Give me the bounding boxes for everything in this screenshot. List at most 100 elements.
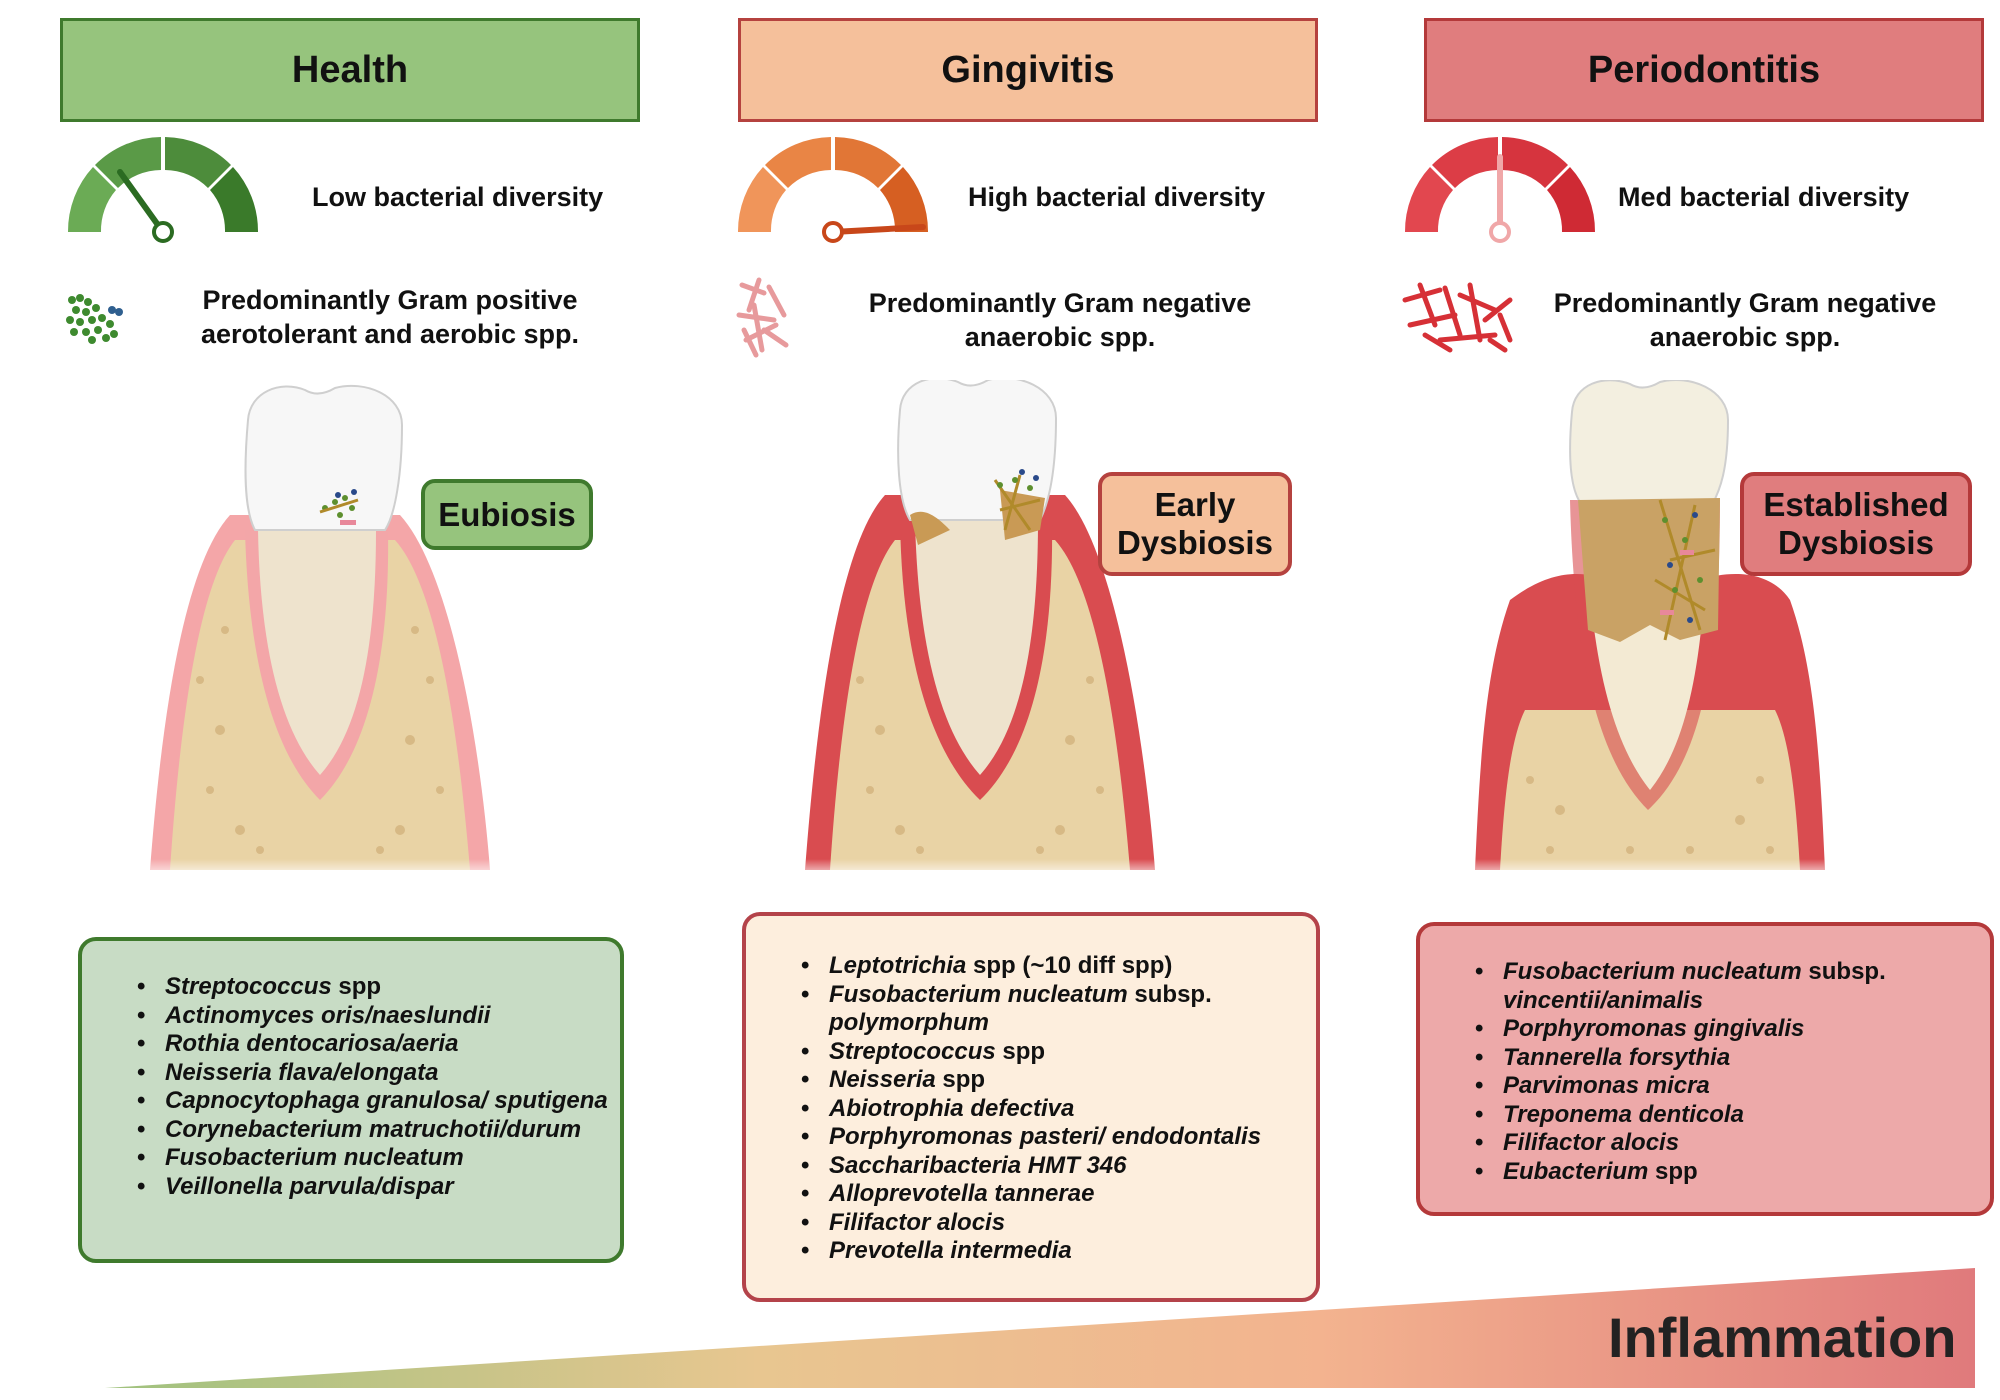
species-item: Filifactor alocis xyxy=(1475,1129,1985,1158)
state-label-eubiosis: Eubiosis xyxy=(421,479,593,550)
species-subspecies: polymorphum xyxy=(829,1009,989,1036)
state-label-early-line1: Early xyxy=(1154,486,1236,523)
species-item: Porphyromonas gingivalis xyxy=(1475,1015,1985,1044)
species-item: Abiotrophia defectiva xyxy=(801,1095,1311,1124)
state-label-established-line1: Established xyxy=(1763,486,1949,523)
species-name: Treponema denticola xyxy=(1503,1100,1744,1128)
bacteria-cluster-icon-gingivitis xyxy=(736,277,789,358)
species-qualifier: spp xyxy=(331,973,382,1000)
bacteria-cluster-icon-health xyxy=(66,294,123,344)
header-health: Health xyxy=(60,18,640,122)
species-name: Streptococcus xyxy=(829,1037,996,1065)
gram-periodontitis-line2: anaerobic spp. xyxy=(1649,322,1841,352)
species-name: Porphyromonas pasteri/ endodontalis xyxy=(829,1123,1262,1150)
gram-text-health: Predominantly Gram positive aerotolerant… xyxy=(180,283,600,351)
gauge-icon-periodontitis xyxy=(1404,137,1596,243)
species-item: Corynebacterium matruchotii/durum xyxy=(137,1116,617,1145)
species-name: Abiotrophia defectiva xyxy=(829,1094,1075,1122)
species-item: Leptotrichia spp (~10 diff spp) xyxy=(801,952,1311,981)
species-list-health: Streptococcus sppActinomyces oris/naeslu… xyxy=(78,937,624,1263)
species-item: Eubacterium spp xyxy=(1475,1158,1985,1187)
header-health-title: Health xyxy=(291,48,409,91)
species-item: Rothia dentocariosa/aeria xyxy=(137,1030,617,1059)
species-item: Treponema denticola xyxy=(1475,1101,1985,1130)
species-name: Leptotrichia xyxy=(829,952,967,979)
species-item: Parvimonas micra xyxy=(1475,1072,1985,1101)
species-list-periodontitis: Fusobacterium nucleatum subsp. vincentii/… xyxy=(1416,922,1994,1216)
gram-periodontitis-line1: Predominantly Gram negative xyxy=(1553,288,1937,318)
diversity-gingivitis: High bacterial diversity xyxy=(968,182,1266,212)
species-qualifier: spp xyxy=(935,1066,986,1093)
species-qualifier: subsp. xyxy=(1127,980,1212,1008)
gram-gingivitis-line1: Predominantly Gram negative xyxy=(868,288,1252,318)
state-label-established-line2: Dysbiosis xyxy=(1778,524,1934,561)
header-periodontitis-title: Periodontitis xyxy=(1587,48,1821,91)
species-name: Filifactor alocis xyxy=(1503,1129,1680,1156)
gram-health-line2: aerotolerant and aerobic spp. xyxy=(200,319,580,349)
gram-health-line1: Predominantly Gram positive xyxy=(202,285,578,315)
species-name: Saccharibacteria HMT 346 xyxy=(829,1151,1127,1179)
gram-text-periodontitis: Predominantly Gram negative anaerobic sp… xyxy=(1540,286,1950,354)
species-list-gingivitis: Leptotrichia spp (~10 diff spp)Fusobacte… xyxy=(742,912,1320,1302)
species-name: Fusobacterium nucleatum xyxy=(165,1144,464,1171)
species-name: Fusobacterium nucleatum xyxy=(1503,958,1802,985)
species-name: Fusobacterium nucleatum xyxy=(829,980,1128,1008)
gauge-icon-gingivitis xyxy=(737,137,929,243)
species-item: Fusobacterium nucleatum subsp. polymorphu… xyxy=(801,981,1311,1038)
species-subspecies: vincentii/animalis xyxy=(1503,986,1704,1014)
species-name: Rothia dentocariosa/aeria xyxy=(165,1030,459,1057)
species-qualifier: subsp. xyxy=(1801,958,1886,985)
species-name: Filifactor alocis xyxy=(829,1208,1006,1236)
species-item: Streptococcus spp xyxy=(801,1038,1311,1067)
state-label-early-text: Early Dysbiosis xyxy=(1117,486,1273,562)
species-name: Streptococcus xyxy=(165,973,332,1000)
tooth-illustration-periodontitis xyxy=(1470,380,1830,880)
species-qualifier: spp xyxy=(1648,1157,1698,1185)
state-label-established-dysbiosis: Established Dysbiosis xyxy=(1740,472,1972,576)
gram-text-gingivitis: Predominantly Gram negative anaerobic sp… xyxy=(855,286,1265,354)
species-name: Veillonella parvula/dispar xyxy=(165,1172,454,1200)
species-item: Fusobacterium nucleatum subsp. vincentii/… xyxy=(1475,958,1985,1015)
header-gingivitis-title: Gingivitis xyxy=(941,48,1115,91)
state-label-early-line2: Dysbiosis xyxy=(1117,524,1273,561)
species-item: Neisseria spp xyxy=(801,1066,1311,1095)
tooth-illustration-gingivitis xyxy=(800,380,1160,880)
bacteria-cluster-icon-periodontitis xyxy=(1402,282,1513,353)
species-item: Actinomyces oris/naeslundii xyxy=(137,1002,617,1031)
state-label-early-dysbiosis: Early Dysbiosis xyxy=(1098,472,1292,576)
state-label-eubiosis-text: Eubiosis xyxy=(438,495,576,533)
species-name: Neisseria flava/elongata xyxy=(165,1058,439,1086)
species-item: Filifactor alocis xyxy=(801,1209,1311,1238)
species-item: Saccharibacteria HMT 346 xyxy=(801,1152,1311,1181)
diversity-health: Low bacterial diversity xyxy=(312,182,604,212)
species-name: Eubacterium xyxy=(1503,1157,1649,1185)
gauge-icon-health xyxy=(67,137,259,243)
inflammation-label: Inflammation xyxy=(1608,1306,1957,1369)
gram-gingivitis-line2: anaerobic spp. xyxy=(964,322,1156,352)
species-item: Streptococcus spp xyxy=(137,973,617,1002)
species-name: Tannerella forsythia xyxy=(1503,1043,1731,1071)
inflammation-gradient-wedge xyxy=(105,1268,1975,1388)
species-name: Alloprevotella tannerae xyxy=(829,1180,1095,1207)
species-item: Prevotella intermedia xyxy=(801,1237,1311,1266)
species-qualifier: spp (~10 diff spp) xyxy=(966,952,1173,979)
species-item: Fusobacterium nucleatum xyxy=(137,1144,617,1173)
species-name: Parvimonas micra xyxy=(1503,1072,1710,1099)
species-name: Neisseria xyxy=(829,1066,936,1093)
species-name: Actinomyces oris/naeslundii xyxy=(165,1001,491,1029)
tooth-illustration-health xyxy=(140,384,500,880)
species-item: Capnocytophaga granulosa/ sputigena xyxy=(137,1087,617,1116)
species-name: Prevotella intermedia xyxy=(829,1237,1072,1264)
header-gingivitis: Gingivitis xyxy=(738,18,1318,122)
species-item: Alloprevotella tannerae xyxy=(801,1180,1311,1209)
species-item: Veillonella parvula/dispar xyxy=(137,1173,617,1202)
state-label-established-text: Established Dysbiosis xyxy=(1763,486,1948,562)
species-name: Capnocytophaga granulosa/ sputigena xyxy=(165,1087,608,1114)
species-item: Neisseria flava/elongata xyxy=(137,1059,617,1088)
species-item: Tannerella forsythia xyxy=(1475,1044,1985,1073)
species-name: Porphyromonas gingivalis xyxy=(1503,1015,1805,1042)
species-name: Corynebacterium matruchotii/durum xyxy=(165,1115,582,1143)
species-item: Porphyromonas pasteri/ endodontalis xyxy=(801,1123,1311,1152)
diversity-periodontitis: Med bacterial diversity xyxy=(1618,182,1910,212)
header-periodontitis: Periodontitis xyxy=(1424,18,1984,122)
